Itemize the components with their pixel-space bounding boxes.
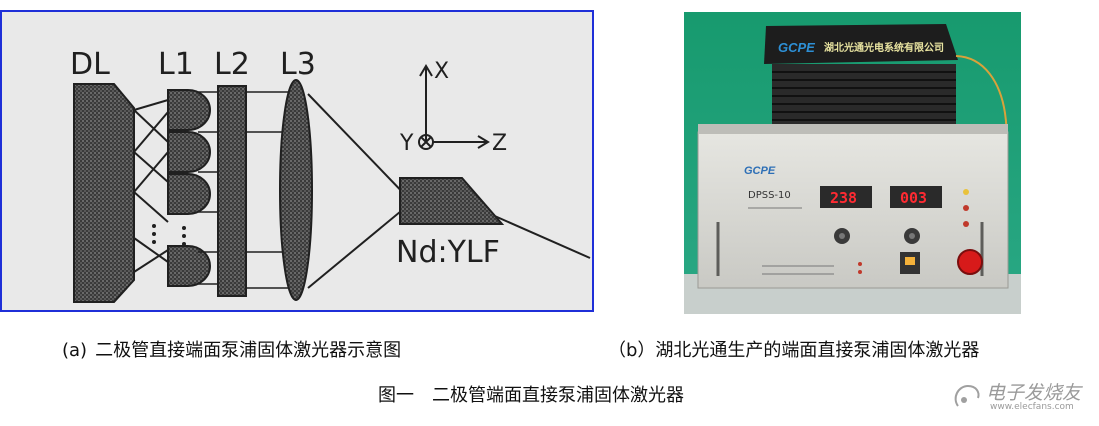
label-l1: L1 [158,47,194,82]
caption-figure-a: (a) 二极管直接端面泵浦固体激光器示意图 [62,340,401,362]
display-left: 238 [830,189,857,207]
label-x-axis: X [434,59,449,84]
figure-number: 图一 [378,385,414,406]
l2-l3-lines [246,91,292,289]
front-panel [697,131,1009,289]
schematic-drawing: DL L1 L2 L3 X Y Z Nd:YLF [70,47,591,303]
figure-title: 二极管端面直接泵浦固体激光器 [432,385,684,406]
label-y-axis: Y [399,131,414,156]
ellipsis-dots [152,224,186,246]
heatsink-top-cover [764,24,958,64]
label-l2: L2 [214,47,250,82]
watermark-logo-icon [954,384,980,407]
l1-lenslet-array [167,89,211,287]
watermark-url: www.elecfans.com [990,402,1074,412]
top-company-name: 湖北光通光电系统有限公司 [824,41,944,54]
caption-figure-b: （b）湖北光通生产的端面直接泵浦固体激光器 [608,340,980,361]
caption-a-label: (a) [62,340,88,361]
laser-device-illustration: GCPE 湖北光通光电系统有限公司 GCPE DPSS-10 238 003 [684,12,1021,314]
figure-b-photo: GCPE 湖北光通光电系统有限公司 GCPE DPSS-10 238 003 [684,12,1021,314]
watermark: 电子发烧友 www.elecfans.com [950,378,1090,418]
display-right-frame [890,186,942,208]
emergency-stop-button [957,249,983,275]
watermark-text: 电子发烧友 [986,382,1082,404]
model-label: DPSS-10 [748,190,791,201]
display-right: 003 [900,189,927,207]
label-l3: L3 [280,47,316,82]
label-crystal: Nd:YLF [396,235,500,270]
panel-logo: GCPE [744,165,776,177]
axis-indicator [418,64,490,150]
display-left-frame [820,186,872,208]
caption-a-text: 二极管直接端面泵浦固体激光器示意图 [95,340,402,361]
top-logo: GCPE [778,40,815,55]
label-z-axis: Z [492,131,507,156]
l3-lens [279,79,313,301]
crystal-block [399,177,505,225]
label-dl: DL [70,47,110,82]
control-knobs [834,228,920,244]
emitter-fan-lines [133,99,169,273]
figure-main-caption: 图一二极管端面直接泵浦固体激光器 [378,385,684,407]
indicator-lamps [963,189,969,227]
diode-laser-block [73,83,135,303]
l1-l2-lines [198,91,218,285]
figure-a-schematic: DL L1 L2 L3 X Y Z Nd:YLF [0,10,594,312]
l2-slab [217,85,247,297]
